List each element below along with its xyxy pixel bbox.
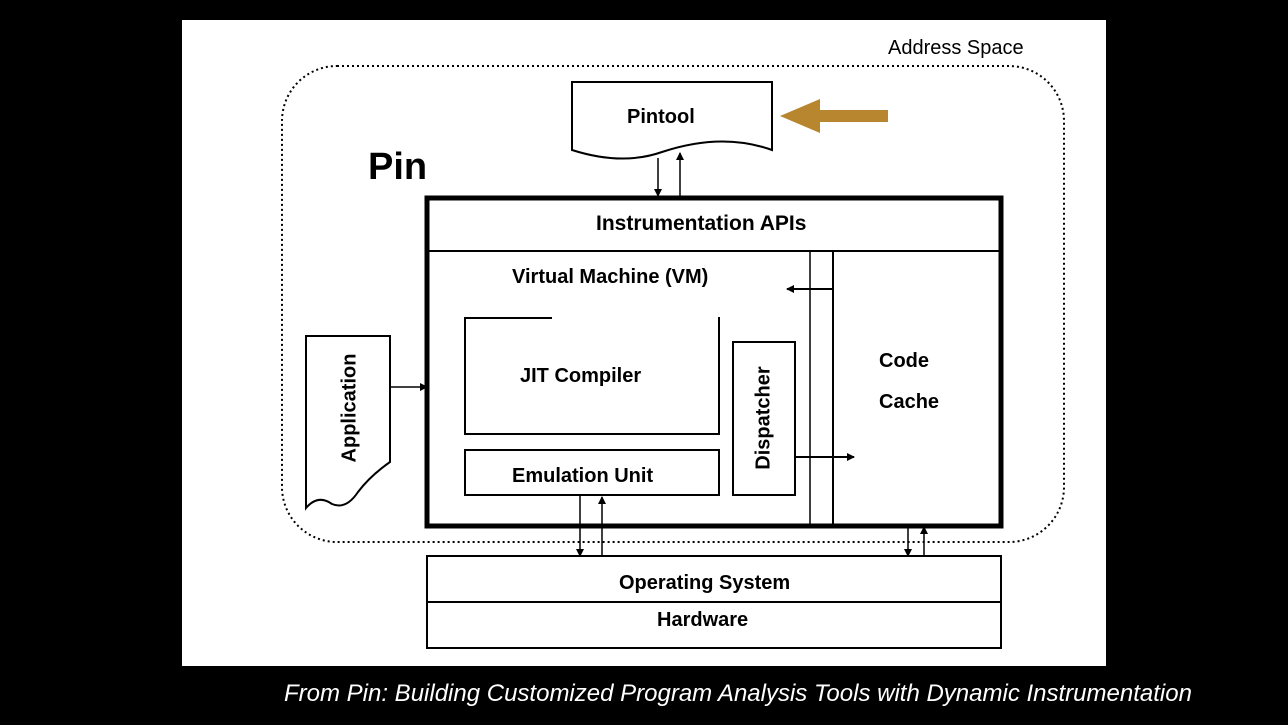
- code-cache-label-line1: Code: [879, 350, 929, 372]
- application-box: [305, 335, 391, 511]
- emulation-unit-box: [464, 449, 720, 496]
- dispatcher-box: [732, 341, 796, 496]
- code-cache-label-line2: Cache: [879, 391, 940, 413]
- emulation-unit-label: Emulation Unit: [512, 465, 654, 487]
- jit-compiler-box: [464, 317, 720, 435]
- vm-label: Virtual Machine (VM): [512, 266, 709, 288]
- os-label: Operating System: [619, 572, 791, 594]
- pintool-box: [571, 81, 773, 160]
- pin-label: Pin: [368, 146, 428, 188]
- address-space-boundary: [281, 65, 1065, 543]
- dispatcher-label: Dispatcher: [752, 366, 775, 470]
- jit-compiler-gap: [552, 310, 718, 326]
- diagram-graphics: [281, 65, 1065, 649]
- pin-architecture-diagram: Address Space Pin Pintool Instrumentatio…: [182, 20, 1106, 666]
- hardware-label: Hardware: [657, 609, 749, 631]
- highlight-arrow: [780, 99, 888, 133]
- application-label: Application: [338, 353, 361, 463]
- jit-compiler-label: JIT Compiler: [520, 365, 642, 387]
- source-caption: From Pin: Building Customized Program An…: [284, 680, 1192, 707]
- address-space-label: Address Space: [888, 37, 1024, 59]
- instrumentation-apis-label: Instrumentation APIs: [596, 212, 807, 235]
- pintool-label: Pintool: [627, 106, 695, 128]
